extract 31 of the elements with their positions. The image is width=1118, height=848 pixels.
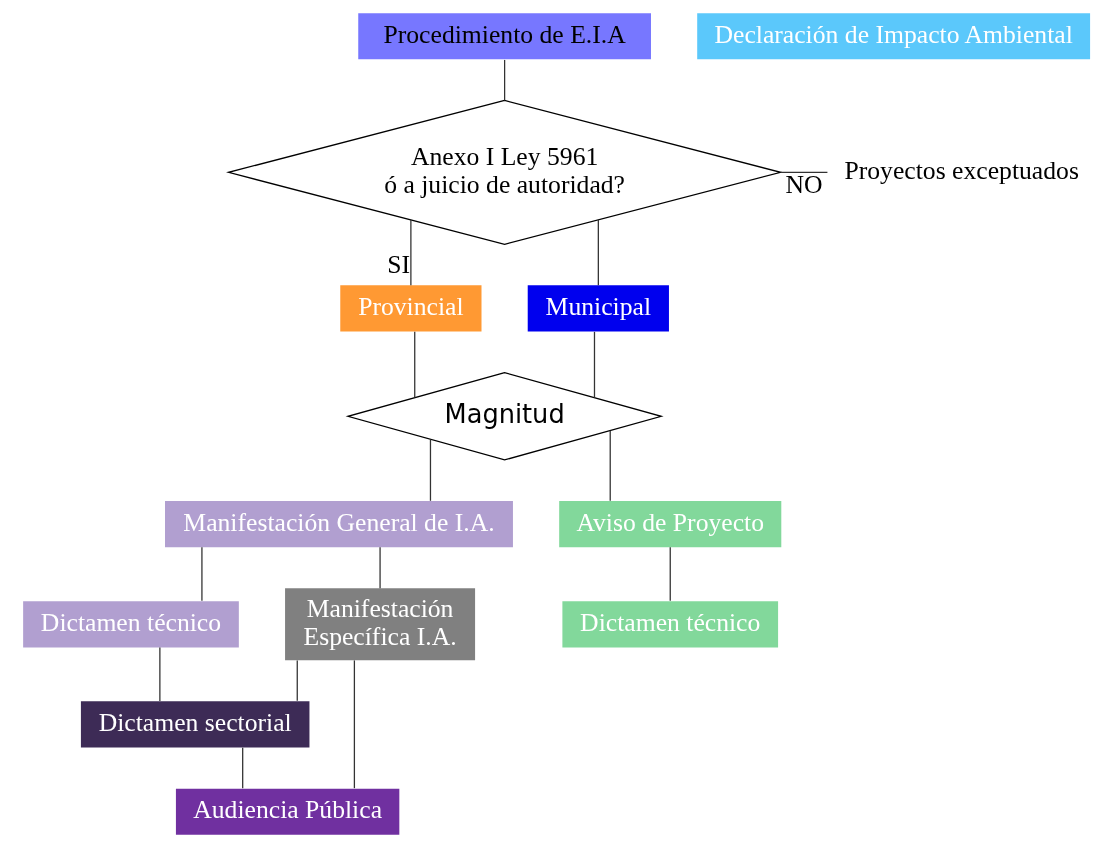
node-box: Manifestación General de I.A.: [164, 501, 513, 548]
connector: [413, 331, 415, 399]
node-box: Audiencia Pública: [175, 788, 399, 835]
connector: [353, 659, 355, 789]
node-box: Aviso de Proyecto: [558, 501, 781, 548]
connector: [429, 439, 431, 502]
connector: [378, 546, 381, 589]
connector: [241, 747, 243, 789]
connector: [609, 430, 611, 502]
node-diamond: Magnitud: [345, 371, 664, 461]
node-box: Municipal: [527, 285, 669, 332]
connector: [669, 546, 671, 602]
connector: [409, 219, 411, 286]
connector: [200, 546, 203, 602]
node-box: Manifestación Específica I.A.: [284, 588, 475, 661]
node-diamond: Anexo I Ley 5961 ó a juicio de autoridad?: [225, 99, 783, 245]
edge-label: NO: [785, 169, 823, 199]
node-box: Dictamen sectorial: [80, 701, 309, 748]
connector: [597, 219, 599, 286]
node-box: Dictamen técnico: [561, 601, 778, 648]
connector: [593, 331, 595, 399]
node-text: Proyectos exceptuados: [843, 155, 1079, 185]
node-box: Procedimiento de E.I.A: [357, 13, 651, 60]
node-box: Dictamen técnico: [22, 601, 239, 648]
connector: [779, 171, 828, 173]
node-box: Declaración de Impacto Ambiental: [696, 13, 1090, 60]
connector: [503, 59, 505, 101]
connector: [296, 659, 298, 702]
connector: [158, 646, 160, 702]
node-box: Provincial: [339, 285, 481, 332]
edge-label: SI: [386, 250, 410, 280]
